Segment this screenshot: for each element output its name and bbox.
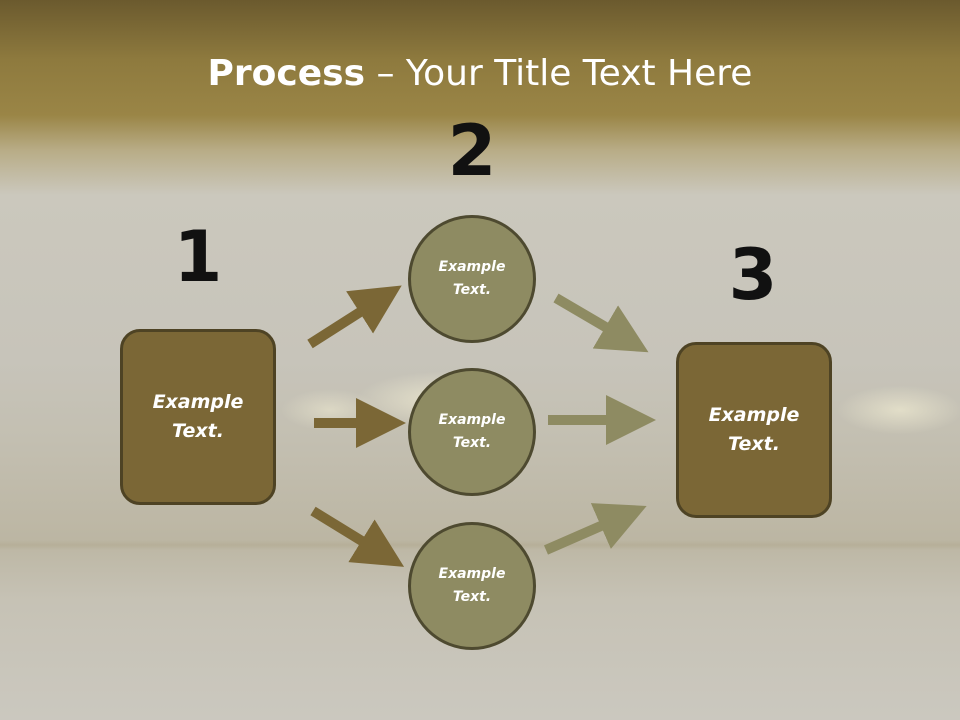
title-bold: Process [207,53,366,94]
arrow-top-to-3 [553,293,649,353]
slide-title: Process – Your Title Text Here [0,52,960,96]
step-2-circle-bottom-text: Example Text. [438,566,506,605]
step-2-circle-middle-text: Example Text. [438,412,506,451]
step-2-circle-middle: Example Text. [408,368,536,496]
step-1-text: Example Text. [152,391,244,442]
step-2-circle-top-text: Example Text. [438,259,506,298]
step-number-1: 1 [173,216,223,298]
step-number-3: 3 [728,234,778,316]
arrow-1-to-top [307,285,402,349]
arrow-bottom-to-3 [543,503,647,555]
title-rest: – Your Title Text Here [365,53,753,94]
step-2-circle-top: Example Text. [408,215,536,343]
step-3-text: Example Text. [708,404,800,455]
arrow-1-to-bottom [310,506,405,567]
step-1-box: Example Text. [120,329,276,505]
step-2-circle-bottom: Example Text. [408,522,536,650]
step-number-2: 2 [447,110,497,192]
step-3-box: Example Text. [676,342,832,518]
